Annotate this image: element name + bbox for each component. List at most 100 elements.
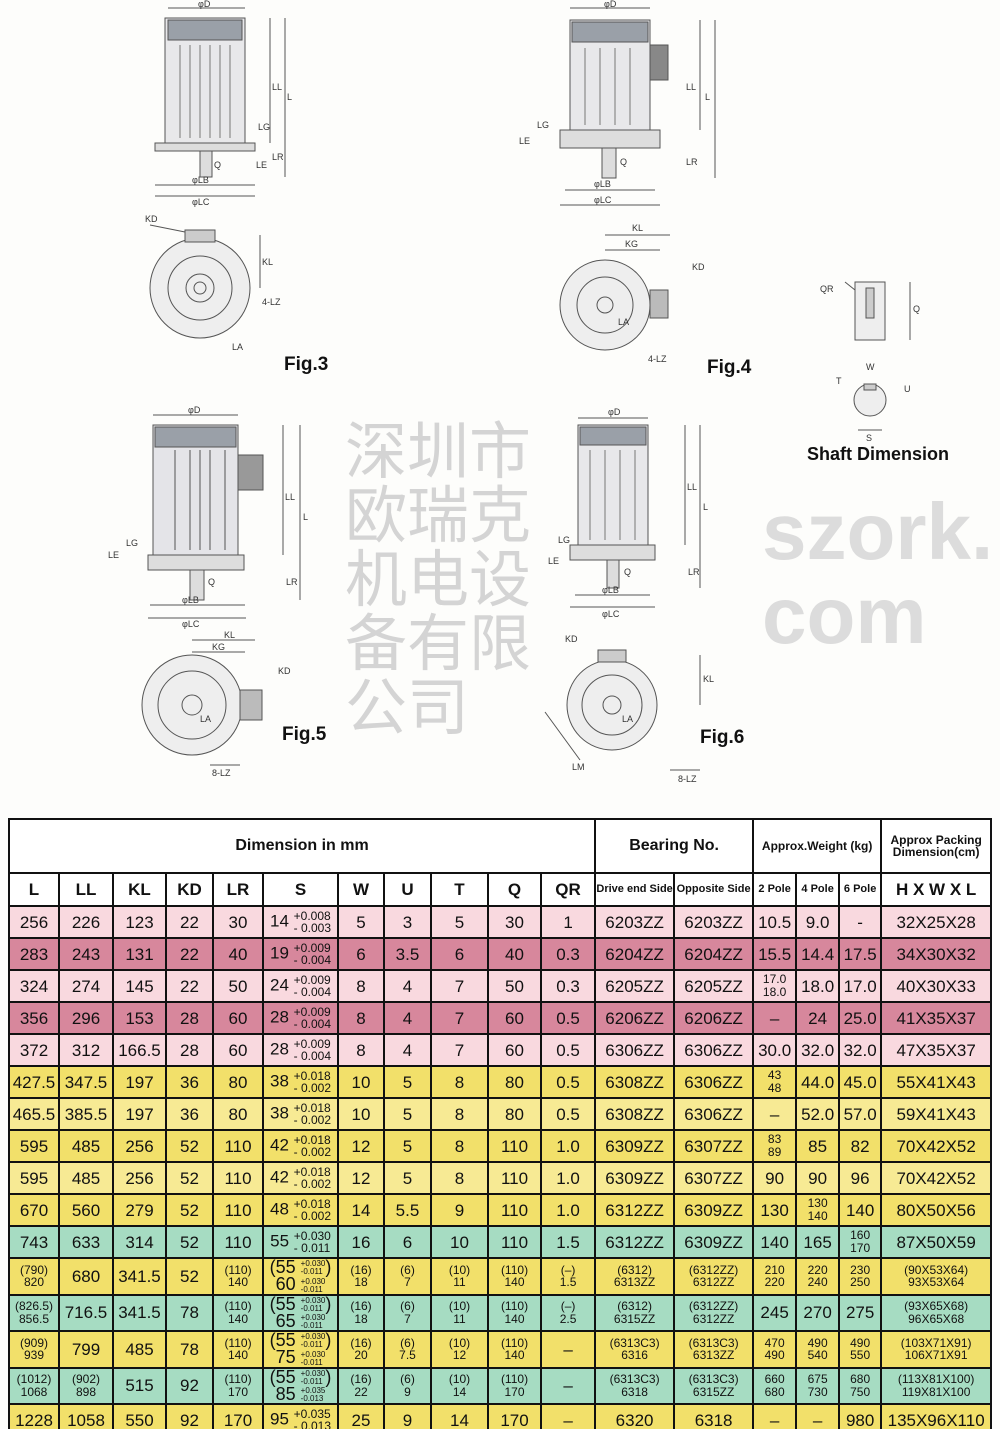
fig3-caption: Fig.3 xyxy=(284,354,328,375)
fig5-side-view xyxy=(147,414,301,619)
table-cell: 3.5 xyxy=(383,937,432,971)
table-cell: 32.0 xyxy=(838,1033,883,1067)
table-cell: - xyxy=(838,905,883,939)
table-cell: 45.0 xyxy=(838,1065,883,1099)
cell-s: (55 +0.030-0.011)60 +0.030-0.011 xyxy=(262,1257,339,1296)
table-cell: 6204ZZ xyxy=(594,937,676,971)
s-tolerance: +0.030-0.011 xyxy=(300,1368,326,1386)
cell-s: 24 +0.009- 0.004 xyxy=(262,969,339,1003)
table-cell: (6)7 xyxy=(383,1293,432,1332)
table-cell: 34X30X32 xyxy=(880,937,993,971)
shaft-label-q: Q xyxy=(913,304,920,314)
table-cell: 8 xyxy=(430,1129,489,1163)
column-header: U xyxy=(383,872,432,907)
table-cell: 12 xyxy=(337,1161,385,1195)
table-cell: 5 xyxy=(430,905,489,939)
fig5-label-le: LE xyxy=(108,550,119,560)
fig6-label-lz: 8-LZ xyxy=(678,774,697,784)
s-value: 55 +0.030- 0.011 xyxy=(270,1229,331,1255)
column-header: KL xyxy=(112,872,167,907)
s-tolerance: +0.018- 0.002 xyxy=(293,1133,331,1159)
table-cell: 5 xyxy=(337,905,385,939)
table-cell: 30.0 xyxy=(752,1033,798,1067)
table-cell: 17.5 xyxy=(838,937,883,971)
table-cell: (6312ZZ)6312ZZ xyxy=(673,1293,755,1332)
table-cell: 28 xyxy=(165,1001,214,1035)
s-value: 85 +0.035-0.013 xyxy=(275,1383,326,1404)
fig5-label-lr: LR xyxy=(286,577,298,587)
fig6-label-kl: KL xyxy=(703,674,714,684)
fig6-label-lr: LR xyxy=(688,567,700,577)
table-cell: 92 xyxy=(165,1403,214,1429)
table-cell: 799 xyxy=(58,1330,114,1369)
table-cell: 6205ZZ xyxy=(594,969,676,1003)
table-cell: 70X42X52 xyxy=(880,1129,993,1163)
fig4-side-view xyxy=(559,7,716,206)
table-cell: 5 xyxy=(383,1161,432,1195)
table-cell: 165 xyxy=(795,1225,841,1259)
table-cell: 550 xyxy=(112,1403,167,1429)
table-cell: 52 xyxy=(165,1225,214,1259)
table-cell: 7 xyxy=(430,1033,489,1067)
table-cell: 14.4 xyxy=(795,937,841,971)
table-cell: 85 xyxy=(795,1129,841,1163)
cell-s: 48 +0.018- 0.002 xyxy=(262,1193,339,1227)
table-cell: 279 xyxy=(112,1193,167,1227)
table-cell: 347.5 xyxy=(58,1065,114,1099)
table-cell: 12 xyxy=(337,1129,385,1163)
table-cell: 6312ZZ xyxy=(594,1225,676,1259)
table-cell: 110 xyxy=(212,1225,264,1259)
table-cell: 5 xyxy=(383,1129,432,1163)
s-tolerance: +0.009- 0.004 xyxy=(293,941,331,967)
table-cell: 980 xyxy=(838,1403,883,1429)
table-cell: 41X35X37 xyxy=(880,1001,993,1035)
table-cell: 60 xyxy=(212,1033,264,1067)
s-tolerance: +0.030-0.011 xyxy=(300,1349,326,1367)
fig6-label-lg: LG xyxy=(558,535,570,545)
table-cell: 6308ZZ xyxy=(594,1065,676,1099)
table-cell: (–)2.5 xyxy=(539,1293,597,1332)
table-cell: 40X30X33 xyxy=(880,969,993,1003)
table-cell: 110 xyxy=(487,1161,542,1195)
table-cell: 36 xyxy=(165,1065,214,1099)
table-cell: 226 xyxy=(58,905,114,939)
table-cell: 50 xyxy=(487,969,542,1003)
fig6-label-kd: KD xyxy=(565,634,578,644)
column-header: Opposite Side xyxy=(673,872,755,907)
s-value: 42 +0.018- 0.002 xyxy=(270,1165,331,1191)
table-cell: 130 xyxy=(752,1193,798,1227)
fig4-label-kg: KG xyxy=(625,239,638,249)
fig5-label-lg: LG xyxy=(126,538,138,548)
column-header: L xyxy=(8,872,60,907)
table-cell: 4 xyxy=(383,1033,432,1067)
table-cell: 40 xyxy=(487,937,542,971)
fig6-label-lb: φLB xyxy=(602,585,619,595)
table-cell: 385.5 xyxy=(58,1097,114,1131)
table-cell: 8 xyxy=(430,1161,489,1195)
fig4-label-lr: LR xyxy=(686,157,698,167)
table-cell: 14 xyxy=(337,1193,385,1227)
header-dimension: Dimension in mm xyxy=(7,818,597,874)
table-cell: 110 xyxy=(487,1225,542,1259)
table-cell: 6312ZZ xyxy=(594,1193,676,1227)
table-cell: 145 xyxy=(112,969,167,1003)
fig4-label-lz: 4-LZ xyxy=(648,354,667,364)
table-cell: 135X96X110 xyxy=(880,1403,993,1429)
table-cell: – xyxy=(539,1366,597,1405)
fig5-label-l: L xyxy=(303,512,308,522)
fig6-label-lc: φLC xyxy=(602,609,620,619)
s-tolerance: +0.030- 0.011 xyxy=(293,1229,331,1255)
s-value: 42 +0.018- 0.002 xyxy=(270,1133,331,1159)
s-tolerance: +0.009- 0.004 xyxy=(293,973,331,999)
table-cell: (6312ZZ)6312ZZ xyxy=(673,1257,755,1296)
table-cell: 30 xyxy=(212,905,264,939)
